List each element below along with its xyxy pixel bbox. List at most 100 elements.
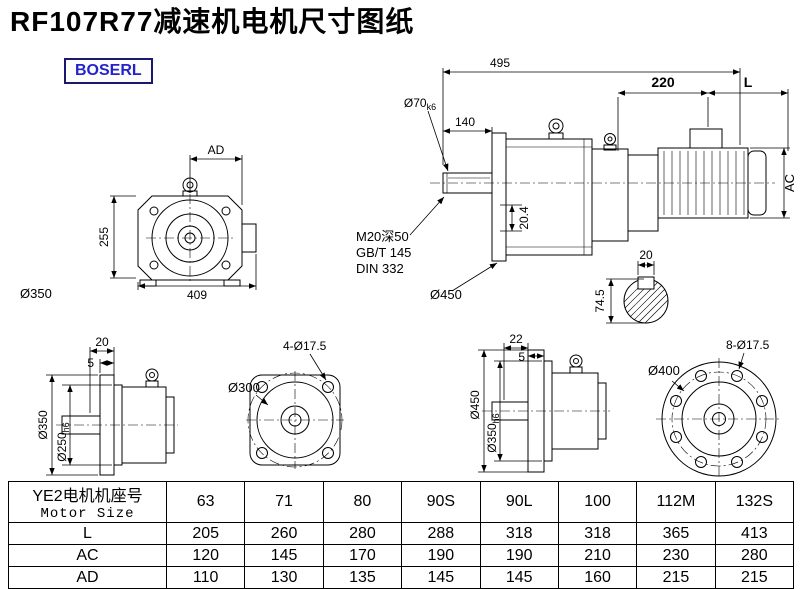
column-header: 100 bbox=[557, 481, 638, 523]
column-header: 112M bbox=[636, 481, 716, 523]
column-header: 80 bbox=[322, 481, 403, 523]
dim-spigot-dia: Ø350h6 bbox=[485, 360, 542, 462]
row-label: AC bbox=[8, 544, 167, 567]
lifting-eyebolt-icon bbox=[603, 133, 617, 151]
column-header: 90S bbox=[401, 481, 481, 523]
table-cell: 110 bbox=[165, 566, 246, 589]
dim-5: 5 bbox=[518, 350, 545, 364]
tap-hole-note: M20深50 GB/T 145 DIN 332 bbox=[356, 196, 445, 276]
lifting-eyebolt-icon bbox=[548, 118, 564, 140]
shaft-section-view: 20 74.5 bbox=[593, 248, 669, 324]
flange-small-side-view: 20 5 Ø350 Ø250h6 bbox=[36, 335, 178, 476]
lifting-eyebolt-icon bbox=[145, 368, 159, 388]
column-header: 71 bbox=[244, 481, 324, 523]
table-header-row: YE2电机机座号 Motor Size 63 71 80 90S 90L 100… bbox=[8, 481, 795, 523]
row-label: AD bbox=[8, 566, 167, 589]
dim-495: 495 bbox=[442, 56, 741, 165]
dim-74-5: 74.5 bbox=[593, 278, 644, 324]
holes-label: 4-Ø17.5 bbox=[283, 339, 327, 381]
dim-20-4: 20.4 bbox=[500, 204, 531, 232]
dim-495-label: 495 bbox=[490, 56, 510, 70]
table-cell: 190 bbox=[401, 544, 481, 567]
dim-409-label: 409 bbox=[187, 288, 207, 302]
header-en: Motor Size bbox=[40, 506, 135, 522]
column-header: 132S bbox=[714, 481, 795, 523]
column-header: 63 bbox=[165, 481, 246, 523]
flange-dia-label: Ø400 bbox=[648, 363, 685, 392]
tap-note-line2: GB/T 145 bbox=[356, 245, 411, 260]
holes-label: 8-Ø17.5 bbox=[726, 338, 770, 370]
large-front-dia-label: Ø400 bbox=[648, 363, 680, 378]
flange-large-front-view: Ø400 8-Ø17.5 bbox=[648, 338, 782, 478]
table-cell: 160 bbox=[557, 566, 638, 589]
dim-shaft-dia: Ø70k6 bbox=[404, 96, 449, 172]
large-spigot-main: Ø350 bbox=[485, 423, 499, 453]
large-spigot-dia-label: Ø350h6 bbox=[485, 413, 501, 452]
table-cell: 130 bbox=[244, 566, 324, 589]
flange-small-front-view: Ø300 4-Ø17.5 bbox=[228, 339, 344, 469]
table-cell: 230 bbox=[636, 544, 716, 567]
dim-220-label: 220 bbox=[651, 74, 675, 90]
header-cn: YE2电机机座号 bbox=[32, 488, 143, 505]
dim-L: L bbox=[708, 74, 789, 151]
dim-ac-label: AC bbox=[782, 174, 797, 192]
front-view: AD 255 409 Ø350 bbox=[20, 143, 257, 302]
side-flange-dia-label: Ø450 bbox=[430, 287, 462, 302]
shaft-dia-tol: k6 bbox=[427, 102, 437, 112]
dim-409: 409 bbox=[137, 254, 257, 302]
table-cell: 365 bbox=[636, 522, 716, 545]
large-flange-dia-label: Ø450 bbox=[468, 390, 482, 420]
technical-drawing: AD 255 409 Ø350 bbox=[20, 56, 797, 478]
shaft-dia-label: Ø70k6 bbox=[404, 96, 436, 112]
dim-5-label: 5 bbox=[87, 356, 94, 370]
table-row-ac: AC 120 145 170 190 190 210 230 280 bbox=[8, 544, 795, 567]
table-cell: 318 bbox=[557, 522, 638, 545]
shaft-dia-main: Ø70 bbox=[404, 96, 427, 110]
side-flange-dia: Ø450 bbox=[430, 262, 498, 302]
table-cell: 210 bbox=[557, 544, 638, 567]
front-flange-dia-label: Ø350 bbox=[20, 286, 52, 301]
page-title: RF107R77减速机电机尺寸图纸 bbox=[10, 6, 415, 37]
dim-5-label: 5 bbox=[518, 350, 525, 364]
table-row-ad: AD 110 130 135 145 145 160 215 215 bbox=[8, 566, 795, 589]
dim-220: 220 bbox=[617, 74, 709, 151]
dim-20: 20 bbox=[89, 335, 115, 413]
dim-74-5-label: 74.5 bbox=[593, 289, 607, 313]
column-header: 90L bbox=[479, 481, 559, 523]
dim-5: 5 bbox=[87, 356, 114, 373]
table-cell: 280 bbox=[322, 522, 403, 545]
dim-ad: AD bbox=[189, 143, 243, 205]
tap-note-line3: DIN 332 bbox=[356, 261, 404, 276]
table-cell: 120 bbox=[165, 544, 246, 567]
motor-size-header-cell: YE2电机机座号 Motor Size bbox=[8, 481, 167, 523]
dim-key-width-label: 20 bbox=[639, 248, 653, 262]
tap-note-line1: M20深50 bbox=[356, 229, 409, 244]
table-cell: 260 bbox=[244, 522, 324, 545]
table-cell: 280 bbox=[714, 544, 795, 567]
dim-ad-label: AD bbox=[208, 143, 225, 157]
boserl-logo: BOSERL bbox=[64, 58, 153, 84]
lifting-eyebolt-icon bbox=[569, 354, 583, 374]
table-row-l: L 205 260 280 288 318 318 365 413 bbox=[8, 522, 795, 545]
motor-size-table: YE2电机机座号 Motor Size 63 71 80 90S 90L 100… bbox=[8, 481, 795, 589]
large-holes-label: 8-Ø17.5 bbox=[726, 338, 770, 352]
row-label: L bbox=[8, 522, 167, 545]
small-spigot-main: Ø250 bbox=[55, 432, 69, 462]
table-cell: 145 bbox=[244, 544, 324, 567]
dim-140: 140 bbox=[443, 115, 493, 135]
small-flange-dia-label: Ø350 bbox=[36, 410, 50, 440]
large-spigot-tol: h6 bbox=[491, 413, 501, 423]
table-cell: 135 bbox=[322, 566, 403, 589]
small-holes-label: 4-Ø17.5 bbox=[283, 339, 327, 353]
table-cell: 145 bbox=[479, 566, 559, 589]
dim-l-label: L bbox=[744, 74, 753, 90]
side-view: 495 140 Ø70k6 220 L AC bbox=[356, 56, 797, 324]
dim-20-label: 20 bbox=[95, 335, 109, 349]
dim-spigot-dia: Ø250h6 bbox=[55, 384, 112, 466]
dim-flange-dia: Ø450 bbox=[468, 349, 528, 473]
table-cell: 145 bbox=[401, 566, 481, 589]
dim-140-label: 140 bbox=[455, 115, 475, 129]
bolt-circle-label: Ø300 bbox=[228, 380, 269, 406]
table-cell: 215 bbox=[714, 566, 795, 589]
small-bolt-circle-label: Ø300 bbox=[228, 380, 260, 395]
